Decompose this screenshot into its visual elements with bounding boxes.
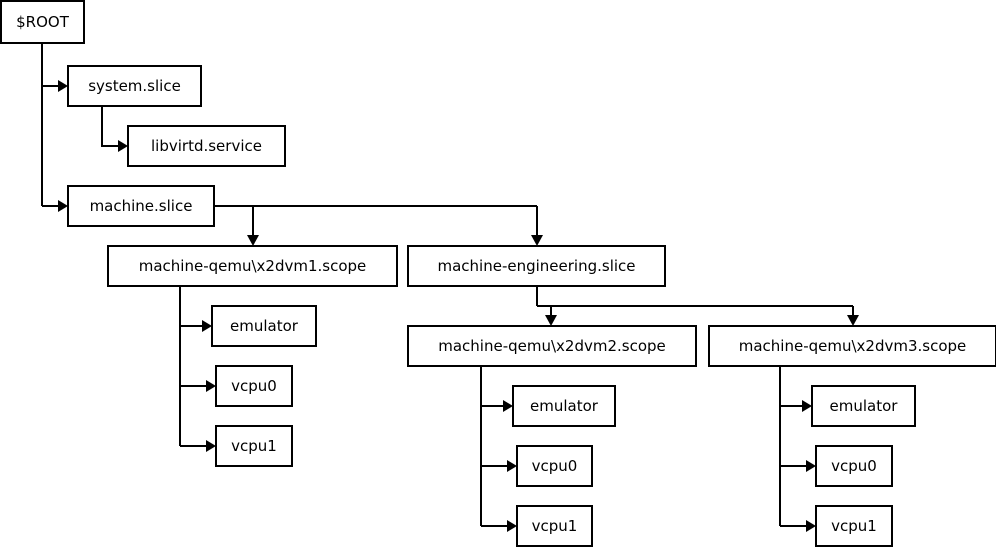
node-label-vm3-emulator: emulator — [830, 397, 899, 415]
arrow-to-vm2-vcpu0 — [507, 460, 517, 472]
arrow-to-system-slice — [58, 80, 68, 92]
arrow-to-vm3-scope — [847, 315, 859, 326]
arrow-to-vm3-vcpu0 — [806, 460, 816, 472]
node-label-vm1-vcpu1: vcpu1 — [231, 437, 277, 455]
node-label-vm3-vcpu0: vcpu0 — [831, 457, 877, 475]
node-vm3-scope: machine-qemu\x2dvm3.scope — [708, 325, 996, 367]
node-vm1-scope: machine-qemu\x2dvm1.scope — [107, 245, 398, 287]
node-vm3-emulator: emulator — [811, 385, 916, 427]
arrow-to-vm2-emulator — [503, 400, 513, 412]
node-root: $ROOT — [0, 0, 85, 44]
arrow-to-vm1-vcpu1 — [206, 440, 216, 452]
node-label-vm3-vcpu1: vcpu1 — [831, 517, 877, 535]
arrow-to-vm1-vcpu0 — [206, 380, 216, 392]
arrow-to-vm3-emulator — [802, 400, 812, 412]
arrow-to-vm2-vcpu1 — [507, 520, 517, 532]
node-vm1-vcpu0: vcpu0 — [215, 365, 293, 407]
node-engineering-slice: machine-engineering.slice — [407, 245, 666, 287]
node-vm2-emulator: emulator — [512, 385, 616, 427]
node-vm1-emulator: emulator — [211, 305, 317, 347]
arrow-to-vm2-scope — [545, 315, 557, 326]
node-label-vm2-scope: machine-qemu\x2dvm2.scope — [438, 337, 666, 355]
node-label-vm2-emulator: emulator — [530, 397, 599, 415]
node-label-root: $ROOT — [16, 13, 70, 31]
node-label-libvirtd-service: libvirtd.service — [151, 137, 262, 155]
node-label-engineering-slice: machine-engineering.slice — [437, 257, 635, 275]
node-system-slice: system.slice — [67, 65, 202, 107]
arrow-to-vm1-emulator — [202, 320, 212, 332]
arrow-to-engineering-slice — [531, 235, 543, 246]
node-machine-slice: machine.slice — [67, 185, 215, 227]
node-vm2-vcpu1: vcpu1 — [516, 505, 593, 547]
node-label-vm2-vcpu1: vcpu1 — [532, 517, 578, 535]
node-vm2-vcpu0: vcpu0 — [516, 445, 593, 487]
edge-system-slice-to-libvirtd — [101, 106, 118, 147]
arrow-to-vm3-vcpu1 — [806, 520, 816, 532]
node-label-machine-slice: machine.slice — [90, 197, 193, 215]
arrow-to-vm1-scope — [247, 235, 259, 246]
node-label-vm1-emulator: emulator — [230, 317, 299, 335]
arrow-to-libvirtd-service — [118, 140, 128, 152]
diagram-edges — [41, 43, 859, 532]
node-vm3-vcpu1: vcpu1 — [815, 505, 893, 547]
node-label-vm1-vcpu0: vcpu0 — [231, 377, 277, 395]
node-label-vm2-vcpu0: vcpu0 — [532, 457, 578, 475]
node-label-vm1-scope: machine-qemu\x2dvm1.scope — [139, 257, 367, 275]
node-libvirtd-service: libvirtd.service — [127, 125, 286, 167]
node-label-vm3-scope: machine-qemu\x2dvm3.scope — [739, 337, 967, 355]
arrow-to-machine-slice — [58, 200, 68, 212]
node-label-system-slice: system.slice — [88, 77, 181, 95]
node-vm2-scope: machine-qemu\x2dvm2.scope — [407, 325, 697, 367]
node-vm1-vcpu1: vcpu1 — [215, 425, 293, 467]
node-vm3-vcpu0: vcpu0 — [815, 445, 893, 487]
